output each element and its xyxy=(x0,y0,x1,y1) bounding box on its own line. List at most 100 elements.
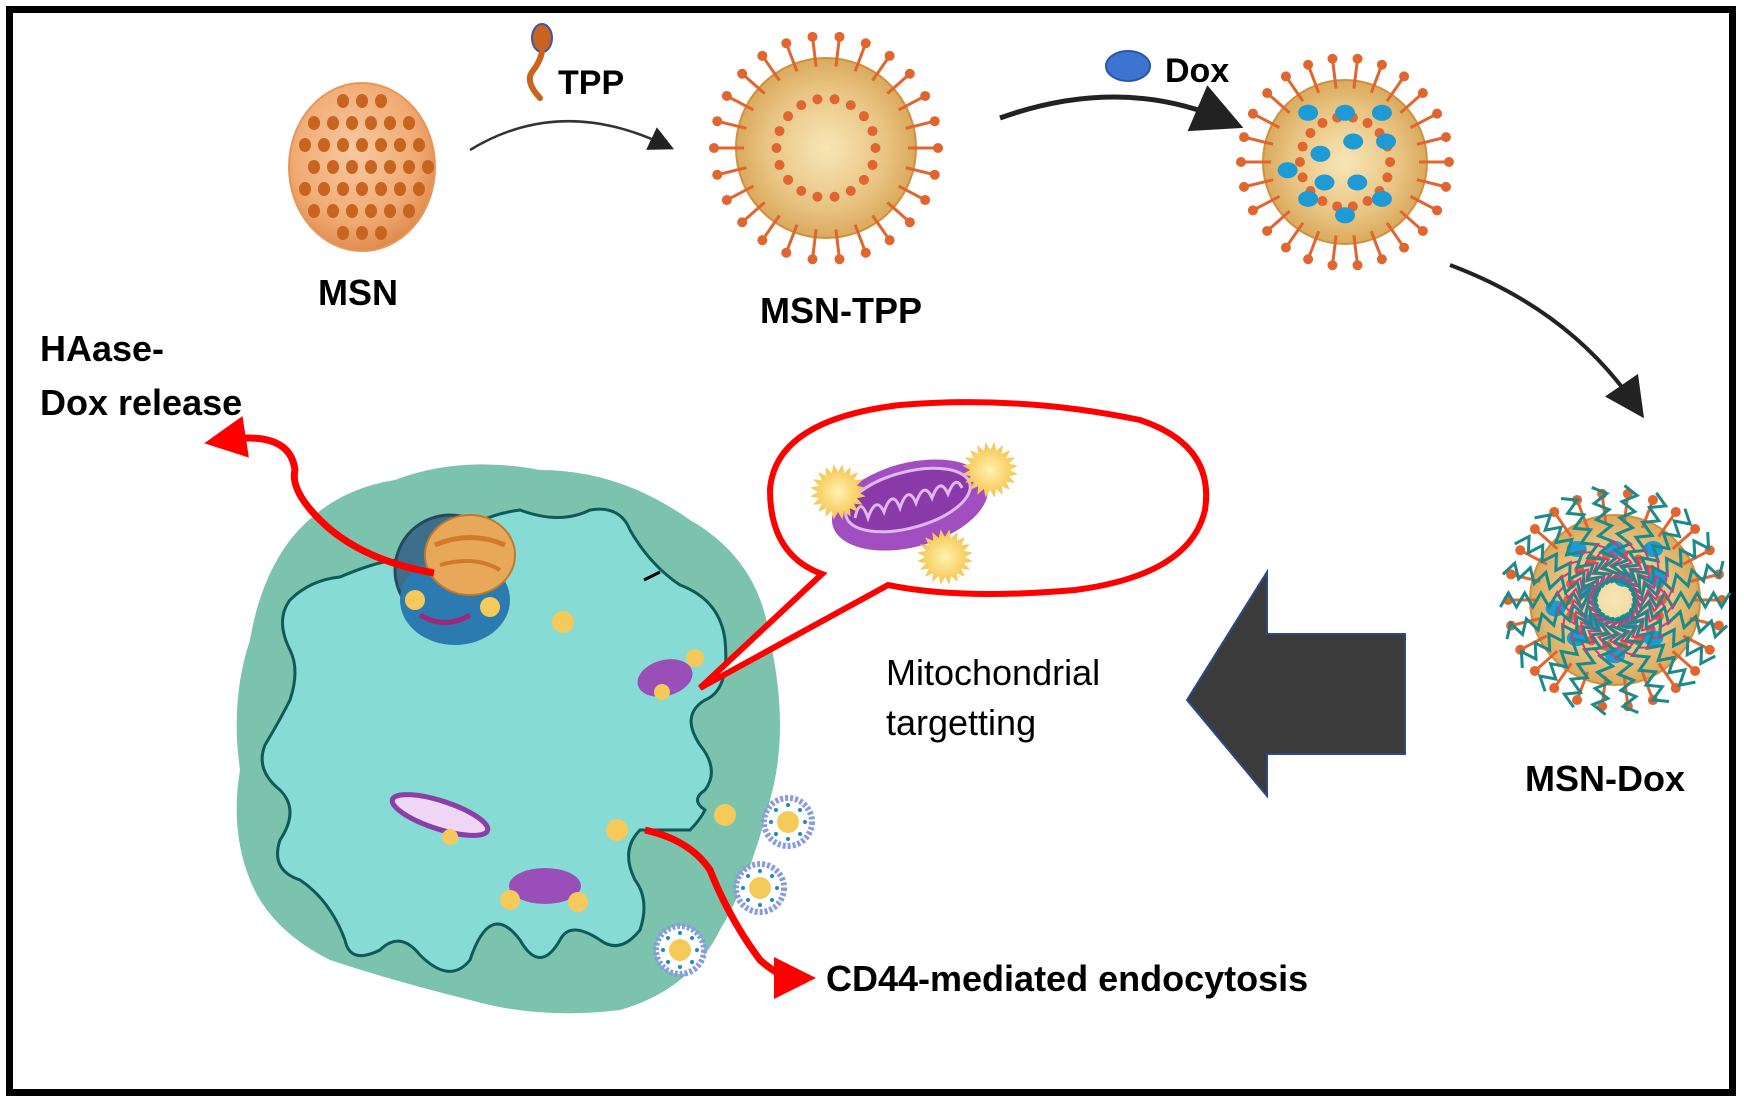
tpp-head xyxy=(1506,569,1517,580)
nucleus-icon xyxy=(393,513,574,645)
dox-molecule xyxy=(1277,162,1298,179)
tpp-head xyxy=(1529,665,1540,676)
arrow-msn-tpp-to-dox-loaded xyxy=(999,85,1244,132)
dox-molecule xyxy=(1371,104,1392,121)
pore-dot xyxy=(308,116,320,130)
reagent-label-tpp: TPP xyxy=(558,64,625,102)
tpp-head xyxy=(737,68,748,79)
tpp-head xyxy=(1262,88,1273,99)
pore-dot xyxy=(384,204,396,218)
pore-dot xyxy=(375,226,387,240)
ha-chain xyxy=(1589,616,1621,716)
msn-tpp-dox-particle-icon xyxy=(1236,53,1454,271)
nanoparticle-icon xyxy=(606,819,628,841)
tpp-head xyxy=(1327,260,1338,271)
tpp-spike xyxy=(897,184,926,202)
ha-chain xyxy=(1631,597,1729,640)
tpp-spike xyxy=(716,119,747,130)
tpp-head xyxy=(1362,196,1373,207)
tpp-head xyxy=(884,50,895,61)
pore-dot xyxy=(365,160,377,174)
pore-dot xyxy=(346,160,358,174)
tpp-spike xyxy=(1416,178,1447,189)
tpp-head xyxy=(812,191,823,202)
tpp-head xyxy=(1515,545,1526,556)
tpp-head xyxy=(1376,254,1387,265)
pore-dot xyxy=(299,138,311,152)
tpp-head xyxy=(1303,59,1314,70)
tpp-head xyxy=(929,116,940,127)
ha-chain xyxy=(1628,560,1725,603)
ha-chain xyxy=(1630,603,1716,667)
pore-dot xyxy=(356,94,368,108)
tpp-head xyxy=(867,159,878,170)
pore-dot xyxy=(422,160,434,174)
mitochondrial-targeting-callout xyxy=(697,399,1210,691)
spiky-nanoparticle-icon xyxy=(810,464,866,520)
tpp-head xyxy=(904,68,915,79)
tpp-head xyxy=(920,90,931,101)
tpp-head xyxy=(1713,620,1724,631)
tpp-head xyxy=(1647,494,1658,505)
tpp-head xyxy=(829,191,840,202)
ha-chain xyxy=(1561,616,1615,709)
pore-dot xyxy=(403,160,415,174)
dox-molecule xyxy=(1343,133,1364,150)
tpp-head xyxy=(1399,71,1410,82)
tpp-head xyxy=(783,174,794,185)
pore-dot xyxy=(413,182,425,196)
tpp-spike xyxy=(1689,616,1720,628)
tpp-head xyxy=(1704,644,1715,655)
tpp-head xyxy=(1262,225,1273,236)
tpp-head xyxy=(929,169,940,180)
tpp-head xyxy=(771,143,782,153)
msn-tpp-particle-icon xyxy=(709,31,943,265)
nanoparticle-icon xyxy=(714,804,736,826)
annotation-haase-dox-release: HAase- Dox release xyxy=(40,322,242,430)
dox-molecule-icon xyxy=(1105,50,1151,82)
tpp-head xyxy=(721,195,732,206)
pore-dot xyxy=(394,138,406,152)
tpp-head xyxy=(1440,181,1451,192)
tpp-head xyxy=(1417,88,1428,99)
mitochondrion-icon xyxy=(637,649,704,700)
particle-core xyxy=(735,57,917,239)
tpp-head xyxy=(1317,117,1328,128)
tpp-head xyxy=(807,31,818,42)
ha-chain xyxy=(1623,607,1696,688)
endocytic-vesicle-icon xyxy=(733,861,787,915)
annotation-cd44-endocytosis: CD44-mediated endocytosis xyxy=(826,958,1309,999)
pore-dot xyxy=(337,182,349,196)
tpp-spike xyxy=(1284,75,1305,102)
tpp-spike xyxy=(1552,662,1573,689)
mitochondrion-icon xyxy=(389,792,491,845)
spiky-nanoparticle-icon xyxy=(962,442,1018,498)
annotation-haase-line1: HAase- xyxy=(40,328,165,369)
tpp-head xyxy=(1352,260,1363,271)
inner-chain xyxy=(1634,586,1675,604)
tpp-ligand-icon xyxy=(526,23,553,101)
tpp-head xyxy=(933,143,943,153)
pore-dot xyxy=(413,138,425,152)
tpp-head xyxy=(829,94,840,105)
tpp-head xyxy=(712,116,723,127)
tpp-head xyxy=(920,195,931,206)
pore-dot xyxy=(356,182,368,196)
tpp-spike xyxy=(1243,135,1274,146)
pore-dot xyxy=(356,138,368,152)
tpp-head xyxy=(1297,141,1308,152)
ha-chain xyxy=(1608,614,1639,714)
tpp-head xyxy=(1572,695,1583,706)
tpp-head xyxy=(867,126,878,137)
cancer-cell-icon xyxy=(236,464,780,1014)
tpp-spike xyxy=(1416,135,1447,146)
tpp-head xyxy=(721,90,732,101)
pore-dot xyxy=(318,182,330,196)
dox-molecule xyxy=(1347,174,1368,191)
tpp-spike xyxy=(1657,662,1678,689)
pore-dot xyxy=(365,116,377,130)
dox-molecule xyxy=(1314,174,1335,191)
tpp-head xyxy=(858,111,869,122)
tpp-head xyxy=(1352,53,1363,64)
dox-molecule xyxy=(1376,133,1396,150)
